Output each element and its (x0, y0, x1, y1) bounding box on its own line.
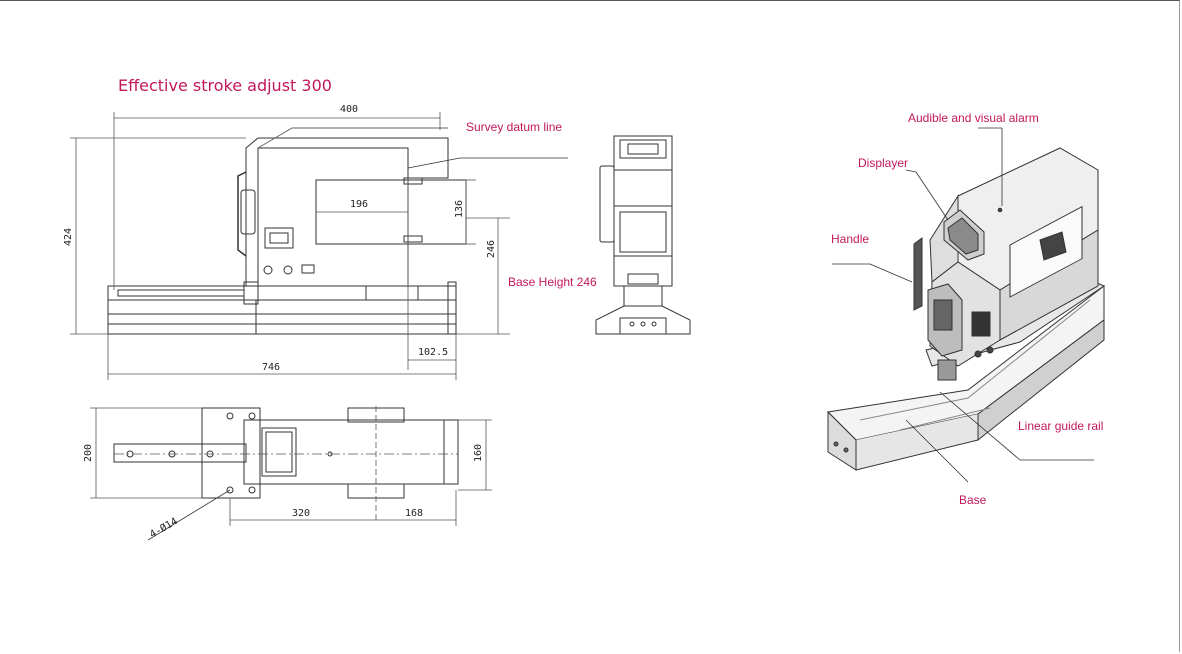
dim-196: 196 (350, 199, 368, 210)
callout-survey-datum-line: Survey datum line (466, 120, 563, 134)
drawing-title: Effective stroke adjust 300 (118, 76, 332, 95)
dim-200: 200 (83, 444, 94, 462)
dim-400: 400 (340, 104, 358, 115)
dim-246: 246 (486, 240, 497, 258)
dim-168: 168 (405, 508, 423, 519)
dim-320: 320 (292, 508, 310, 519)
dim-102-5: 102.5 (418, 347, 448, 358)
top-view (113, 407, 459, 499)
dim-746: 746 (262, 362, 280, 373)
dim-160: 160 (473, 444, 484, 462)
dim-4-holes: 4-Ø14 (148, 515, 180, 540)
callout-linear-guide-rail: Linear guide rail (1018, 419, 1104, 433)
front-view-dimensions (70, 112, 568, 380)
callout-audible-visual-alarm: Audible and visual alarm (908, 111, 1039, 125)
callout-handle: Handle (831, 232, 870, 246)
side-view (595, 135, 691, 335)
front-view (107, 127, 467, 335)
dim-136: 136 (454, 200, 465, 218)
isometric-view (826, 147, 1106, 471)
top-view-dimensions (90, 406, 492, 541)
dim-424: 424 (63, 228, 74, 246)
callout-base: Base (959, 493, 987, 507)
isometric-leaders (832, 127, 1094, 483)
callout-displayer: Displayer (858, 156, 909, 170)
callout-base-height: Base Height 246 (508, 275, 597, 289)
